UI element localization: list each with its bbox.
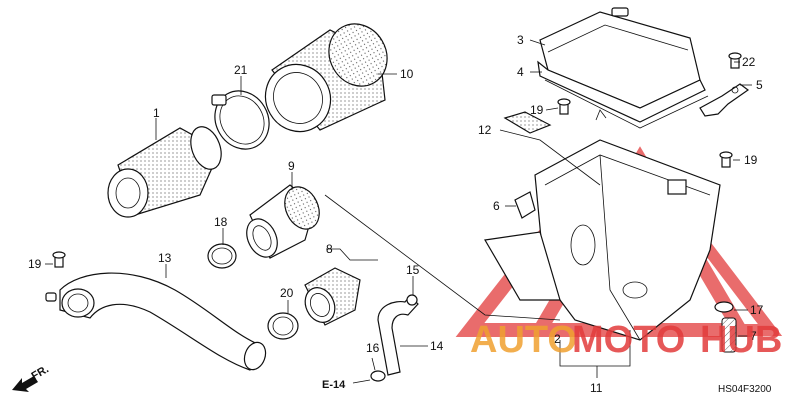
part-22-bolt xyxy=(728,52,742,69)
label-part-10: 10 xyxy=(400,67,414,81)
part-6-clip xyxy=(514,191,536,219)
part-14-drain-tube xyxy=(377,294,419,376)
front-arrow-icon xyxy=(12,376,38,392)
label-part-17: 17 xyxy=(750,303,764,317)
label-part-20: 20 xyxy=(280,286,294,300)
label-part-2: 2 xyxy=(554,332,561,346)
direction-indicator: FR. xyxy=(12,363,51,392)
part-3-4-case-cover xyxy=(537,7,709,129)
label-part-3: 3 xyxy=(517,33,524,47)
label-part-19a: 19 xyxy=(530,103,544,117)
label-part-9: 9 xyxy=(288,159,295,173)
part-19c-bolt xyxy=(52,251,66,268)
label-part-12: 12 xyxy=(478,123,492,137)
part-1-filter-element xyxy=(107,126,222,218)
watermark-moto: MOTO xyxy=(572,319,685,361)
label-part-19b: 19 xyxy=(744,153,758,167)
part-8-joint-rubber xyxy=(304,267,361,326)
label-part-22: 22 xyxy=(742,55,756,69)
label-part-18: 18 xyxy=(214,215,228,229)
part-17-clip xyxy=(714,301,734,313)
direction-label: FR. xyxy=(30,363,51,382)
part-18-clamp xyxy=(207,243,237,269)
label-part-5: 5 xyxy=(756,78,763,92)
label-part-7: 7 xyxy=(750,329,757,343)
watermark-hub: HUB xyxy=(700,319,782,361)
label-part-19c: 19 xyxy=(28,257,42,271)
reference-e14: E-14 xyxy=(322,379,346,391)
part-5-bracket xyxy=(699,83,750,117)
part-12-pad xyxy=(503,111,552,134)
label-part-8: 8 xyxy=(326,242,333,256)
label-part-13: 13 xyxy=(158,251,172,265)
label-part-4: 4 xyxy=(517,65,524,79)
part-labels: 1 21 10 9 18 8 20 13 19 15 16 14 3 4 19 … xyxy=(28,33,764,395)
watermark-text: AUTO MOTO HUB xyxy=(470,319,782,361)
part-16-clip xyxy=(370,370,386,382)
part-9-connecting-boot xyxy=(246,184,320,259)
part-10-filter-foam xyxy=(264,23,388,133)
label-part-15: 15 xyxy=(406,263,420,277)
part-11-air-cleaner-case xyxy=(484,139,721,341)
watermark-auto: AUTO xyxy=(470,319,577,361)
label-part-16: 16 xyxy=(366,341,380,355)
part-20-clamp xyxy=(267,312,299,340)
part-19b-bolt xyxy=(719,151,733,168)
leader-lines xyxy=(45,39,752,384)
label-part-6: 6 xyxy=(493,199,500,213)
label-part-14: 14 xyxy=(430,339,444,353)
part-19a-bolt xyxy=(557,98,571,115)
label-part-11: 11 xyxy=(590,381,603,395)
diagram-code: HS04F3200 xyxy=(718,384,772,395)
part-21-band xyxy=(211,90,270,150)
part-13-inlet-duct xyxy=(45,272,267,371)
label-part-21: 21 xyxy=(234,63,248,77)
part-7-drain-plug xyxy=(721,317,737,353)
label-part-1: 1 xyxy=(153,106,160,120)
